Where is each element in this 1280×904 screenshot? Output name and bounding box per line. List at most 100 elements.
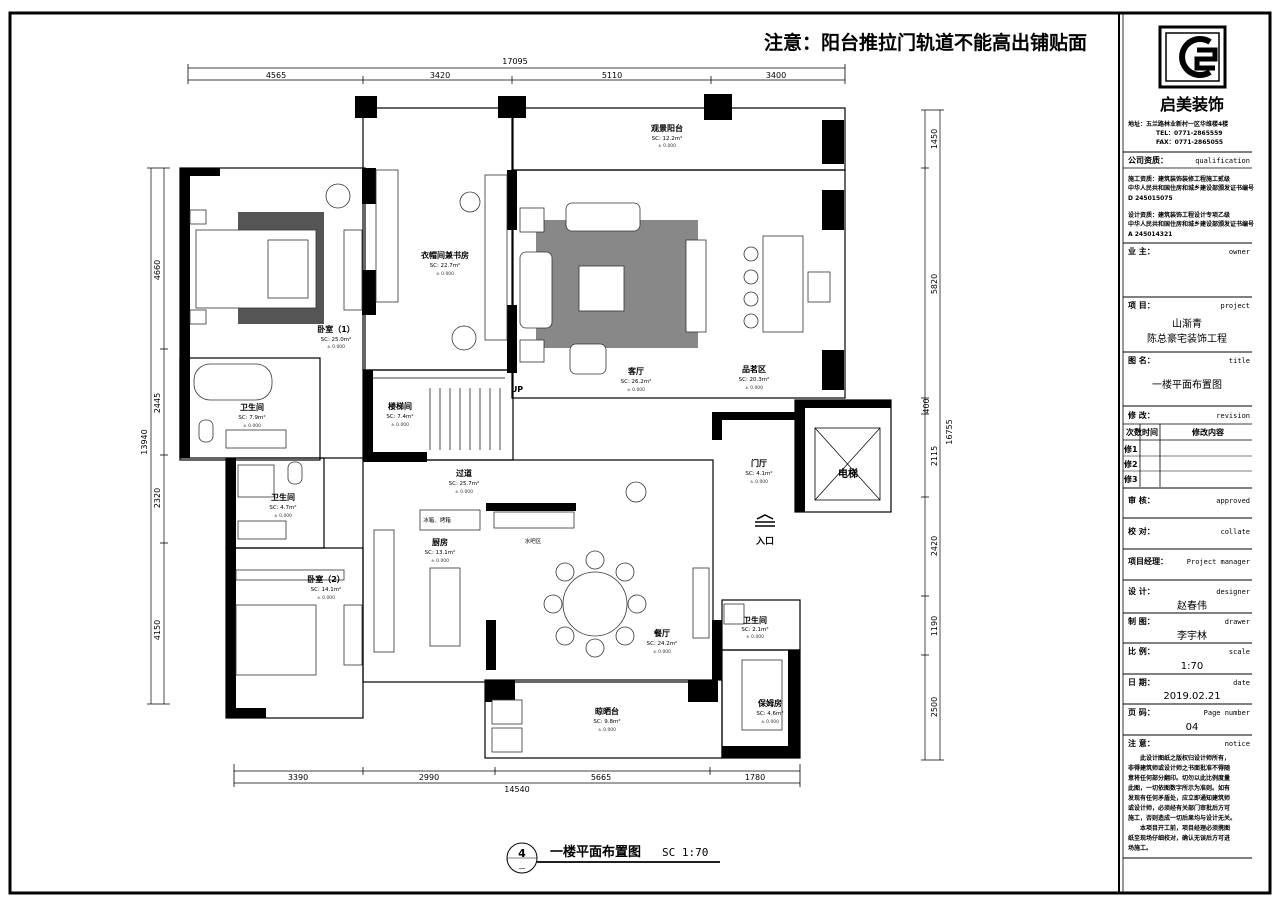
drawing-title-text: 一楼平面布置图 (550, 844, 641, 860)
svg-text:中华人民共和国住房和城乡建设部颁发证书编号: 中华人民共和国住房和城乡建设部颁发证书编号 (1128, 220, 1254, 228)
svg-text:修 改：: 修 改： (1127, 410, 1155, 420)
svg-text:施工资质：建筑装饰装修工程施工贰级: 施工资质：建筑装饰装修工程施工贰级 (1128, 175, 1230, 183)
svg-text:± 0.000: ± 0.000 (653, 649, 671, 655)
svg-text:业 主：: 业 主： (1128, 246, 1155, 256)
svg-text:collate: collate (1220, 528, 1250, 536)
room-balcony-side: 晾晒台 SC: 9.8m² ± 0.000 (593, 706, 620, 733)
svg-text:title: title (1229, 357, 1250, 365)
svg-text:或设计师，必须经有关部门审批后方可: 或设计师，必须经有关部门审批后方可 (1128, 804, 1230, 812)
room-foyer: 门厅 SC: 4.1m² ± 0.000 (745, 458, 772, 485)
svg-text:卫生间: 卫生间 (271, 492, 295, 502)
room-cloak-study: 衣帽间兼书房 SC: 22.7m² ± 0.000 (421, 250, 469, 277)
svg-text:± 0.000: ± 0.000 (598, 727, 616, 733)
bottom-dim-seg-2: 2990 (419, 773, 439, 782)
drawing-number: 4 (518, 847, 526, 860)
svg-text:SC: 4.7m²: SC: 4.7m² (269, 504, 296, 511)
right-dim-seg-7: 2500 (930, 697, 939, 717)
entrance-arrow-icon (755, 514, 775, 527)
left-dim-seg-4: 4150 (153, 620, 162, 640)
company-logo (1158, 25, 1227, 89)
svg-text:次数: 次数 (1126, 427, 1143, 437)
svg-text:本项目开工前，项目经理必须携图: 本项目开工前，项目经理必须携图 (1140, 824, 1230, 832)
svg-text:品茗区: 品茗区 (742, 364, 766, 374)
svg-text:修改内容: 修改内容 (1191, 427, 1224, 437)
left-dim-total: 13940 (140, 429, 149, 454)
notice-banner: 注意：阳台推拉门轨道不能高出铺贴面 (764, 31, 1087, 54)
left-dimensions: 4660 2445 2320 4150 13940 (140, 167, 170, 705)
right-dim-seg-2: 5820 (930, 274, 939, 294)
top-dim-total: 17095 (502, 57, 527, 66)
svg-text:± 0.000: ± 0.000 (391, 422, 409, 428)
svg-text:SC: 7.4m²: SC: 7.4m² (386, 413, 413, 420)
svg-text:± 0.000: ± 0.000 (761, 719, 779, 725)
notice-text: 此设计图纸之版权归设计师所有， 非得建筑师或设计师之书面批准不得随 意将任何部分… (1127, 754, 1236, 852)
dining-table (562, 571, 628, 637)
svg-text:李宇林: 李宇林 (1177, 629, 1207, 642)
svg-text:山渐青: 山渐青 (1172, 317, 1202, 330)
room-balcony-view: 观景阳台 SC: 12.2m² ± 0.000 (651, 123, 683, 149)
fridge-label: 冰箱、烤箱 (423, 516, 451, 524)
svg-text:TEL：0771-2865559: TEL：0771-2865559 (1156, 130, 1222, 137)
coffee-table (578, 265, 625, 312)
room-corridor: 过道 SC: 25.7m² ± 0.000 (449, 468, 480, 495)
svg-text:approved: approved (1216, 497, 1250, 505)
walls (179, 94, 892, 759)
bottom-dim-seg-3: 5665 (591, 773, 611, 782)
svg-text:修3: 修3 (1123, 474, 1138, 484)
svg-text:SC: 4.1m²: SC: 4.1m² (745, 470, 772, 477)
svg-text:制 图：: 制 图： (1128, 616, 1155, 626)
svg-text:SC: 24.2m²: SC: 24.2m² (647, 640, 678, 647)
svg-text:发现有任何矛盾处，应立即通知建筑师: 发现有任何矛盾处，应立即通知建筑师 (1127, 794, 1230, 802)
room-tea: 品茗区 SC: 20.3m² ± 0.000 (739, 364, 770, 391)
svg-text:± 0.000: ± 0.000 (317, 595, 335, 601)
svg-text:SC: 4.6m²: SC: 4.6m² (756, 710, 783, 717)
svg-text:公司资质：: 公司资质： (1128, 155, 1168, 165)
svg-text:± 0.000: ± 0.000 (243, 423, 261, 429)
svg-text:设计资质：建筑装饰工程设计专项乙级: 设计资质：建筑装饰工程设计专项乙级 (1128, 211, 1230, 219)
left-dim-seg-1: 4660 (153, 260, 162, 280)
drawing-scale: SC 1:70 (662, 846, 708, 859)
tea-table (762, 235, 804, 333)
stair-up-label: UP (511, 385, 523, 394)
svg-text:D 245015075: D 245015075 (1128, 195, 1173, 202)
water-bar-label: 水吧区 (525, 537, 542, 545)
svg-text:SC: 22.7m²: SC: 22.7m² (430, 262, 461, 269)
svg-text:drawer: drawer (1225, 618, 1250, 626)
svg-text:04: 04 (1186, 722, 1199, 733)
room-bedroom2: 卧室（2） SC: 14.1m² ± 0.000 (307, 574, 345, 601)
elevator-label: 电梯 (838, 467, 858, 480)
svg-text:± 0.000: ± 0.000 (745, 385, 763, 391)
svg-text:± 0.000: ± 0.000 (327, 344, 345, 350)
bottom-dimensions: 3390 2990 5665 1780 14540 (233, 764, 801, 794)
svg-text:比 例：: 比 例： (1128, 646, 1155, 656)
svg-text:日 期：: 日 期： (1128, 677, 1155, 687)
bottom-dim-seg-1: 3390 (288, 773, 308, 782)
outer-frame (8, 11, 1272, 895)
svg-text:注 意：: 注 意： (1128, 738, 1155, 748)
svg-text:非得建筑师或设计师之书面批准不得随: 非得建筑师或设计师之书面批准不得随 (1128, 764, 1230, 772)
room-bath3: 卫生间 SC: 2.1m² ± 0.000 (741, 615, 768, 640)
svg-text:qualification: qualification (1195, 157, 1250, 165)
svg-text:陈总豪宅装饰工程: 陈总豪宅装饰工程 (1147, 332, 1227, 345)
svg-text:1:70: 1:70 (1181, 661, 1203, 672)
svg-text:notice: notice (1225, 740, 1250, 748)
svg-text:SC: 25.7m²: SC: 25.7m² (449, 480, 480, 487)
svg-text:修1: 修1 (1123, 444, 1138, 454)
svg-text:FAX：0771-2865055: FAX：0771-2865055 (1156, 139, 1223, 146)
svg-text:晾晒台: 晾晒台 (595, 706, 619, 716)
left-dim-seg-2: 2445 (153, 393, 162, 413)
svg-text:± 0.000: ± 0.000 (750, 479, 768, 485)
svg-text:± 0.000: ± 0.000 (436, 271, 454, 277)
svg-text:owner: owner (1229, 248, 1250, 256)
svg-text:± 0.000: ± 0.000 (658, 143, 676, 149)
svg-text:图 名：: 图 名： (1128, 355, 1155, 365)
svg-text:页 码：: 页 码： (1128, 708, 1155, 717)
svg-text:SC: 14.1m²: SC: 14.1m² (311, 586, 342, 593)
top-dim-seg-4: 3400 (766, 71, 786, 80)
svg-text:赵春伟: 赵春伟 (1177, 599, 1207, 612)
right-dim-seg-3: 400 (922, 398, 931, 413)
svg-text:SC: 7.9m²: SC: 7.9m² (238, 414, 265, 421)
svg-text:项目经理：: 项目经理： (1128, 556, 1168, 566)
svg-text:2019.02.21: 2019.02.21 (1163, 691, 1220, 702)
